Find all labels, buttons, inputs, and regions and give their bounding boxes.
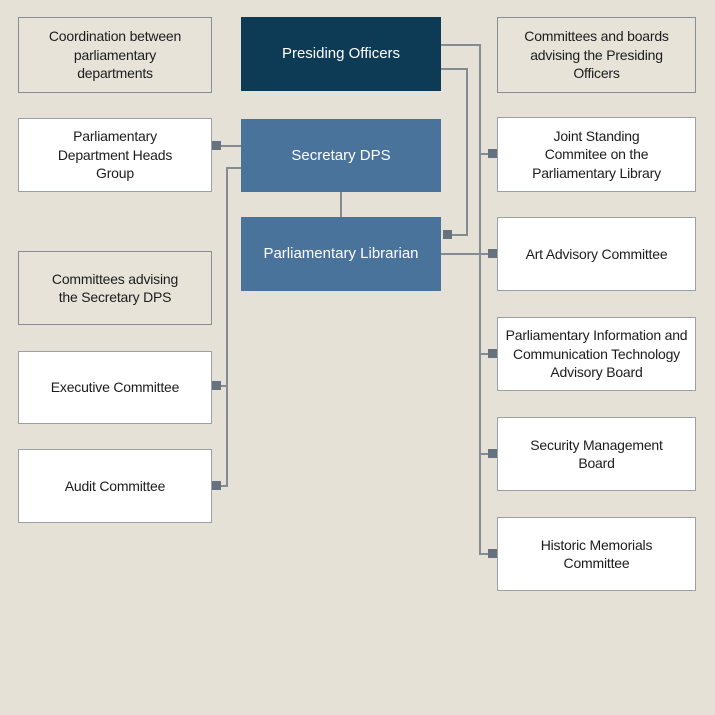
connector-anchor-librarian bbox=[443, 230, 452, 239]
connector-line-secretary-librarian bbox=[340, 192, 342, 217]
node-label: Executive Committee bbox=[50, 379, 180, 396]
connector-line-presiding-boards-trunk bbox=[479, 44, 481, 555]
node-label: Committees and boards advising the Presi… bbox=[524, 28, 669, 82]
node-art-advisory-committee: Art Advisory Committee bbox=[497, 217, 696, 291]
node-secretary-dps: Secretary DPS bbox=[241, 119, 441, 192]
node-executive-committee: Executive Committee bbox=[18, 351, 212, 424]
connector-anchor-audit bbox=[212, 481, 221, 490]
node-label: Security Management Board bbox=[530, 436, 663, 471]
node-label: Coordination between parliamentary depar… bbox=[48, 28, 182, 82]
node-label: Presiding Officers bbox=[281, 45, 401, 63]
node-parliamentary-department-heads-group: Parliamentary Department Heads Group bbox=[18, 118, 212, 192]
connector-line-secretary-committees-trunk bbox=[226, 167, 228, 487]
node-label: Committees advising the Secretary DPS bbox=[51, 270, 179, 305]
node-label: Audit Committee bbox=[64, 477, 166, 494]
node-label: Joint Standing Commitee on the Parliamen… bbox=[532, 127, 661, 181]
node-label: Secretary DPS bbox=[291, 146, 391, 164]
connector-anchor-executive bbox=[212, 381, 221, 390]
connector-anchor-art bbox=[488, 249, 497, 258]
node-historic-memorials-committee: Historic Memorials Committee bbox=[497, 517, 696, 591]
node-security-management-board: Security Management Board bbox=[497, 417, 696, 491]
connector-line-presiding-librarian-entry bbox=[452, 234, 468, 236]
connector-anchor-security bbox=[488, 449, 497, 458]
connector-anchor-historic bbox=[488, 549, 497, 558]
node-joint-standing-committee-parliamentary-library: Joint Standing Commitee on the Parliamen… bbox=[497, 117, 696, 192]
node-label: Parliamentary Information and Communicat… bbox=[505, 327, 688, 381]
connector-anchor-deptheads bbox=[212, 141, 221, 150]
connector-line-security-stub bbox=[481, 453, 488, 455]
connector-anchor-joint bbox=[488, 149, 497, 158]
node-parliamentary-librarian: Parliamentary Librarian bbox=[241, 217, 441, 291]
connector-line-presiding-librarian-exit bbox=[441, 68, 467, 70]
connector-line-audit-stub bbox=[221, 485, 228, 487]
connector-line-librarian-art bbox=[441, 253, 488, 255]
connector-line-presiding-librarian-drop bbox=[466, 68, 468, 236]
node-coordination-between-departments: Coordination between parliamentary depar… bbox=[18, 17, 212, 93]
connector-line-presiding-right-exit bbox=[441, 44, 481, 46]
node-label: Parliamentary Department Heads Group bbox=[57, 128, 173, 182]
connector-line-pict-stub bbox=[481, 353, 488, 355]
connector-line-joint-stub bbox=[481, 153, 488, 155]
connector-line-deptheads-secretary bbox=[220, 145, 241, 147]
node-label: Art Advisory Committee bbox=[525, 245, 668, 262]
node-label: Historic Memorials Committee bbox=[540, 536, 653, 571]
connector-line-historic-stub bbox=[481, 553, 488, 555]
connector-anchor-pict bbox=[488, 349, 497, 358]
node-presiding-officers: Presiding Officers bbox=[241, 17, 441, 91]
node-label: Parliamentary Librarian bbox=[263, 245, 419, 263]
node-audit-committee: Audit Committee bbox=[18, 449, 212, 523]
node-committees-boards-advising-presiding-officers: Committees and boards advising the Presi… bbox=[497, 17, 696, 93]
node-parliamentary-ict-advisory-board: Parliamentary Information and Communicat… bbox=[497, 317, 696, 391]
connector-line-secretary-left-exit bbox=[227, 167, 241, 169]
connector-line-executive-stub bbox=[221, 385, 228, 387]
node-committees-advising-secretary-dps: Committees advising the Secretary DPS bbox=[18, 251, 212, 325]
